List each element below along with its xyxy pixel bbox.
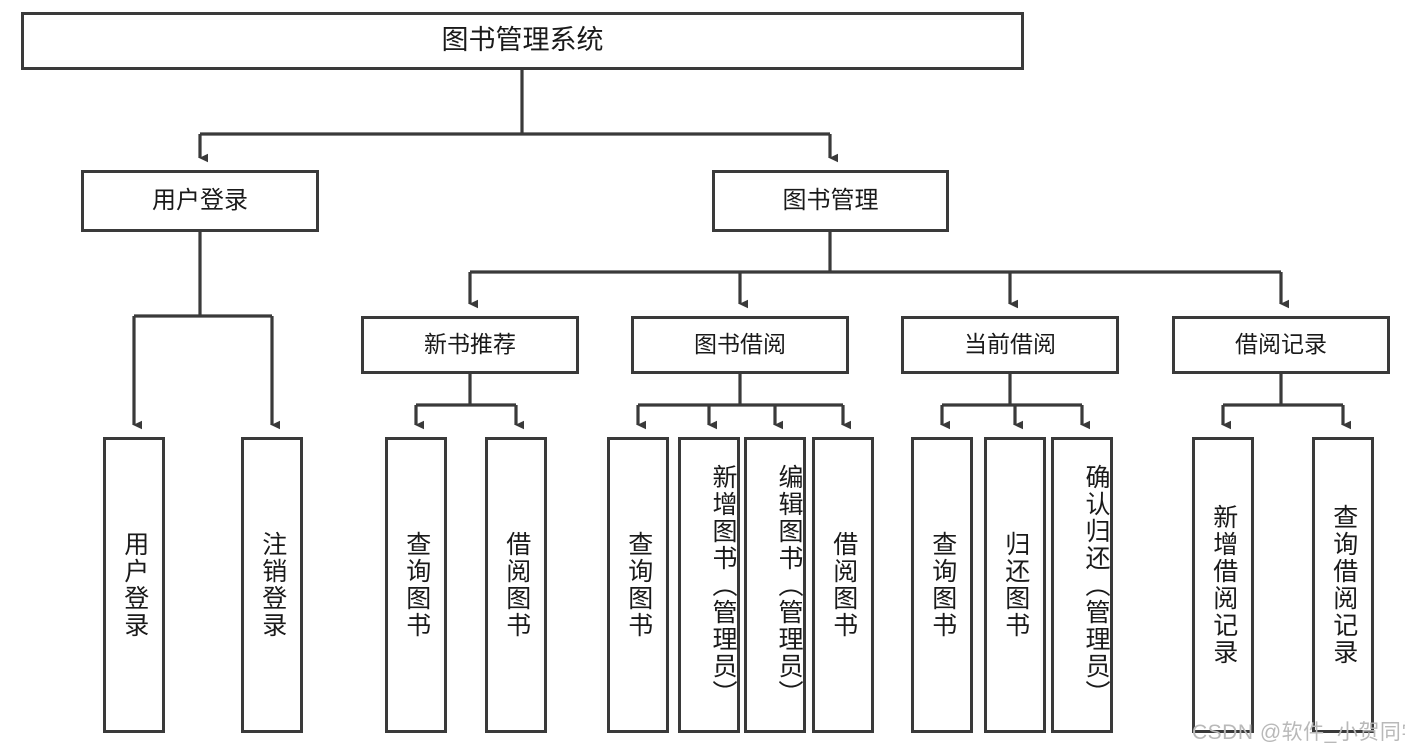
node-label: 用户登录 — [120, 531, 149, 639]
node-leaf-query-book-borrow[interactable]: 查询图书 — [607, 437, 669, 733]
node-leaf-add-book-admin[interactable]: 新增图书（管理员） — [678, 437, 740, 733]
node-label: 借阅图书 — [502, 531, 531, 639]
node-borrow-record[interactable]: 借阅记录 — [1172, 316, 1390, 374]
node-user-login[interactable]: 用户登录 — [81, 170, 319, 232]
node-label: 查询图书 — [624, 531, 653, 639]
node-leaf-borrow-book[interactable]: 借阅图书 — [812, 437, 874, 733]
node-leaf-logout[interactable]: 注销登录 — [241, 437, 303, 733]
node-label: 用户登录 — [152, 186, 248, 214]
node-new-book-recommend[interactable]: 新书推荐 — [361, 316, 579, 374]
node-leaf-query-borrow-record[interactable]: 查询借阅记录 — [1312, 437, 1374, 733]
node-leaf-query-book-current[interactable]: 查询图书 — [911, 437, 973, 733]
node-label: 借阅图书 — [829, 531, 858, 639]
node-label: 当前借阅 — [964, 331, 1056, 358]
node-leaf-edit-book-admin[interactable]: 编辑图书（管理员） — [744, 437, 806, 733]
node-label: 图书借阅 — [694, 331, 786, 358]
node-label: 查询图书 — [928, 531, 957, 639]
node-leaf-return-book[interactable]: 归还图书 — [984, 437, 1046, 733]
node-book-borrow[interactable]: 图书借阅 — [631, 316, 849, 374]
node-book-management-system[interactable]: 图书管理系统 — [21, 12, 1024, 70]
node-label: 新书推荐 — [424, 331, 516, 358]
node-label: 查询借阅记录 — [1329, 504, 1358, 666]
node-leaf-query-book-recommend[interactable]: 查询图书 — [385, 437, 447, 733]
node-leaf-user-login[interactable]: 用户登录 — [103, 437, 165, 733]
node-label: 确认归还（管理员） — [1082, 463, 1110, 707]
node-label: 新增图书（管理员） — [709, 463, 737, 707]
node-label: 归还图书 — [1001, 531, 1030, 639]
node-leaf-borrow-book-recommend[interactable]: 借阅图书 — [485, 437, 547, 733]
node-label: 新增借阅记录 — [1209, 504, 1238, 666]
node-current-borrow[interactable]: 当前借阅 — [901, 316, 1119, 374]
node-label: 图书管理 — [782, 186, 879, 214]
node-book-management[interactable]: 图书管理 — [712, 170, 949, 232]
node-leaf-add-borrow-record[interactable]: 新增借阅记录 — [1192, 437, 1254, 733]
node-label: 借阅记录 — [1235, 331, 1327, 358]
node-label: 注销登录 — [258, 531, 287, 639]
node-label: 图书管理系统 — [441, 25, 604, 56]
node-label: 编辑图书（管理员） — [775, 463, 803, 707]
node-label: 查询图书 — [402, 531, 431, 639]
node-leaf-confirm-return-admin[interactable]: 确认归还（管理员） — [1051, 437, 1113, 733]
